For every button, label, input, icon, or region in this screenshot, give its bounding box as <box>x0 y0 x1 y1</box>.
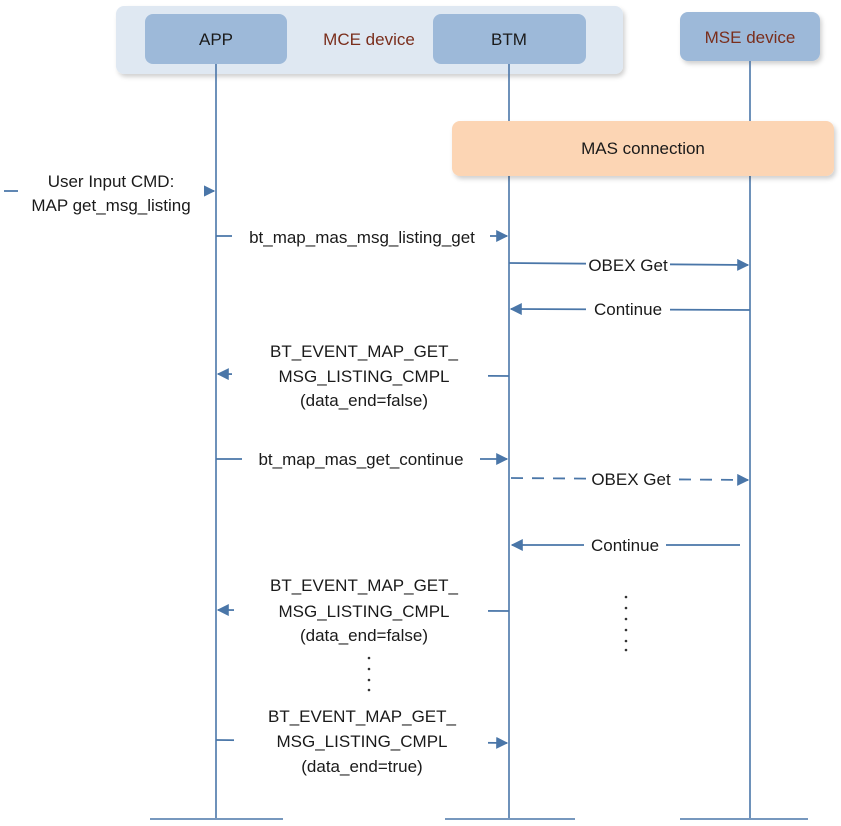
participant-mse-box <box>680 12 820 61</box>
event3-label-line3: (data_end=true) <box>301 757 422 776</box>
participant-app-box <box>145 14 287 64</box>
continue-label-2: Continue <box>591 536 659 555</box>
event1-label-line3: (data_end=false) <box>300 391 428 410</box>
participant-app-label: APP <box>199 30 233 49</box>
continue-label-1: Continue <box>594 300 662 319</box>
ellipsis-mse-column <box>624 595 628 652</box>
mce-device-label: MCE device <box>323 30 415 49</box>
event1-label-line1: BT_EVENT_MAP_GET_ <box>270 342 459 361</box>
user-input-label-line2: MAP get_msg_listing <box>31 196 190 215</box>
event3-label-line2: MSG_LISTING_CMPL <box>277 732 448 751</box>
obex-get-label-2: OBEX Get <box>591 470 671 489</box>
mas-connection-label: MAS connection <box>581 139 705 158</box>
event2-label-line3: (data_end=false) <box>300 626 428 645</box>
participant-btm-box <box>433 14 586 64</box>
user-input-label-line1: User Input CMD: <box>48 172 175 191</box>
ellipsis-app-btm-column <box>367 656 371 692</box>
event2-label-line2: MSG_LISTING_CMPL <box>279 602 450 621</box>
event2-label-line1: BT_EVENT_MAP_GET_ <box>270 576 459 595</box>
participant-btm-label: BTM <box>491 30 527 49</box>
get-continue-label: bt_map_mas_get_continue <box>258 450 463 469</box>
event3-label-line1: BT_EVENT_MAP_GET_ <box>268 707 457 726</box>
participant-mse-label: MSE device <box>705 28 796 47</box>
obex-get-arrow-2 <box>510 473 750 486</box>
msg-listing-get-label: bt_map_mas_msg_listing_get <box>249 228 475 247</box>
event1-label-line2: MSG_LISTING_CMPL <box>279 367 450 386</box>
mas-connection-box <box>452 121 834 176</box>
obex-get-label-1: OBEX Get <box>588 256 668 275</box>
